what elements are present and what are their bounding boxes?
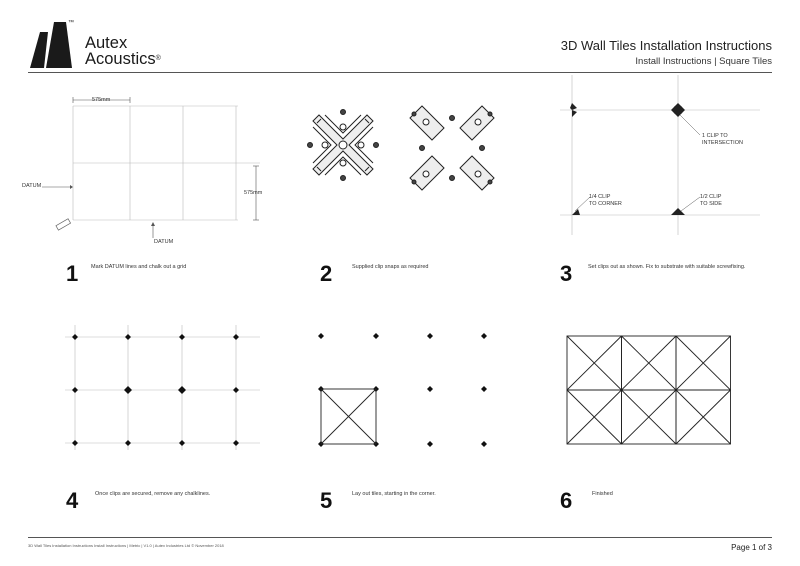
clip-mark: [427, 386, 433, 392]
header-divider: [28, 72, 772, 73]
trademark-mark: ™: [68, 20, 74, 26]
tile: [675, 389, 731, 445]
tile-diagonal: [676, 336, 731, 390]
step-text-4: Once clips are secured, remove any chalk…: [95, 491, 211, 497]
step-text-3: Set clips out as shown. Fix to substrate…: [588, 264, 746, 270]
clip-mark: [233, 387, 239, 393]
tile-diagonal: [567, 390, 622, 444]
footer-divider: [28, 537, 772, 538]
step-text-2: Supplied clip snaps as required: [352, 264, 429, 270]
tile-diagonal: [676, 390, 731, 444]
diagram-clip-placement: [560, 75, 760, 235]
diagram-finished: [566, 335, 731, 445]
step-number-5: 5: [320, 488, 333, 513]
step-text-6: Finished: [592, 491, 613, 497]
step-text-5: Lay out tiles, starting in the corner.: [352, 491, 436, 497]
clip-mark: [233, 334, 239, 340]
clip-mark: [124, 386, 132, 394]
diagram-clips: [307, 100, 510, 200]
label-intersection: 1 CLIP TO INTERSECTION: [702, 133, 743, 146]
datum-label-bottom: DATUM: [154, 239, 174, 245]
clip-mark: [179, 440, 185, 446]
page-number: Page 1 of 3: [731, 543, 772, 552]
clip-mark: [481, 386, 487, 392]
step-number-1: 1: [66, 261, 79, 286]
brand-name: Autex Acoustics®: [85, 34, 161, 68]
brand-line-2: Acoustics®: [85, 50, 161, 68]
clip-mark: [125, 334, 131, 340]
tile-diagonal: [567, 336, 622, 390]
tile-diagonal: [622, 336, 677, 390]
step-number-3: 3: [560, 261, 573, 286]
clip-mark: [481, 333, 487, 339]
clip-mark: [427, 441, 433, 447]
label-corner: 1/4 CLIP TO CORNER: [589, 194, 622, 207]
clip-mark: [233, 440, 239, 446]
step-number-6: 6: [560, 488, 573, 513]
footer-document-info: 3D Wall Tiles Installation Instructions …: [28, 543, 224, 548]
clip-mark: [481, 441, 487, 447]
clip-mark: [72, 334, 78, 340]
clip-mark: [427, 333, 433, 339]
step-text-1: Mark DATUM lines and chalk out a grid: [91, 264, 187, 270]
clip-mark: [373, 333, 379, 339]
dimension-label-top: 575mm: [92, 97, 111, 103]
diagram-first-tile: [318, 333, 487, 447]
clip-mark: [179, 334, 185, 340]
datum-label-left: DATUM: [22, 183, 42, 189]
page-subtitle: Install Instructions | Square Tiles: [635, 56, 772, 67]
clip-mark: [72, 387, 78, 393]
tile-diagonal: [622, 390, 677, 444]
autex-logo-icon: [30, 22, 72, 68]
diagram-grid-datum: [20, 90, 280, 240]
page-title: 3D Wall Tiles Installation Instructions: [560, 38, 772, 53]
diagram-clips-grid: [65, 325, 270, 455]
step-number-4: 4: [66, 488, 79, 513]
clip-mark: [125, 440, 131, 446]
dimension-label-right: 575mm: [244, 190, 263, 196]
clip-mark: [178, 386, 186, 394]
step-number-2: 2: [320, 261, 333, 286]
label-side: 1/2 CLIP TO SIDE: [700, 194, 722, 207]
brand-line-1: Autex: [85, 34, 128, 52]
clip-mark: [72, 440, 78, 446]
clip-mark: [318, 333, 324, 339]
